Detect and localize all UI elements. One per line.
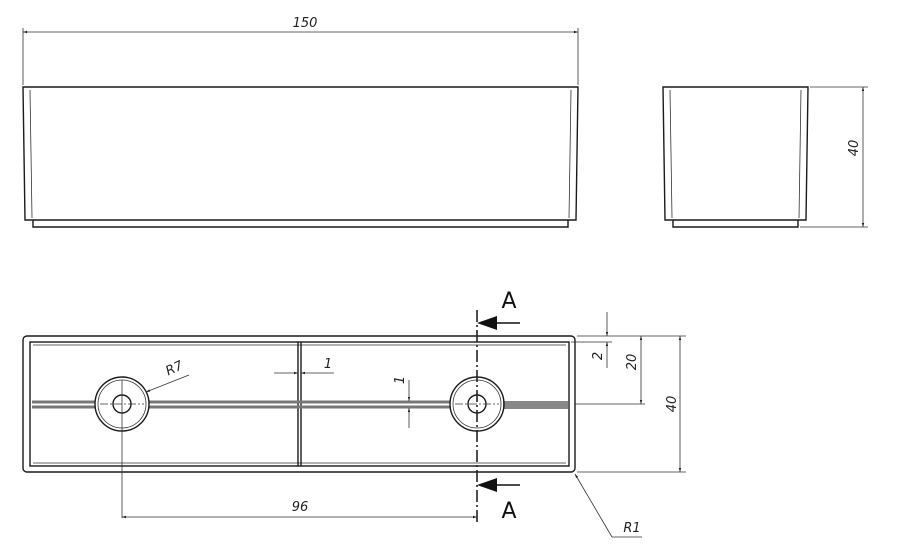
dim-half-width: 20	[625, 354, 640, 371]
dim-hole-spacing: 96	[292, 500, 309, 515]
dim-rib-x: 1	[324, 357, 332, 372]
plan-view	[22, 310, 645, 522]
section-marker-a: A A	[477, 289, 520, 524]
dim-wall: 2	[591, 352, 606, 360]
section-label-bottom: A	[501, 499, 516, 524]
hole-left	[94, 376, 150, 518]
front-view: 150	[22, 16, 579, 228]
dim-rib-y: 1	[393, 376, 408, 384]
dim-height: 40	[847, 140, 862, 157]
section-label-top: A	[501, 289, 516, 314]
plan-dimensions: 96 40 20 2 1 1 R7 R1	[122, 312, 686, 538]
dim-length: 150	[293, 16, 318, 31]
dim-corner-radius: R1	[623, 521, 640, 536]
side-view: 40	[662, 86, 868, 228]
dim-hole-radius: R7	[164, 358, 187, 379]
dim-width: 40	[665, 396, 680, 413]
